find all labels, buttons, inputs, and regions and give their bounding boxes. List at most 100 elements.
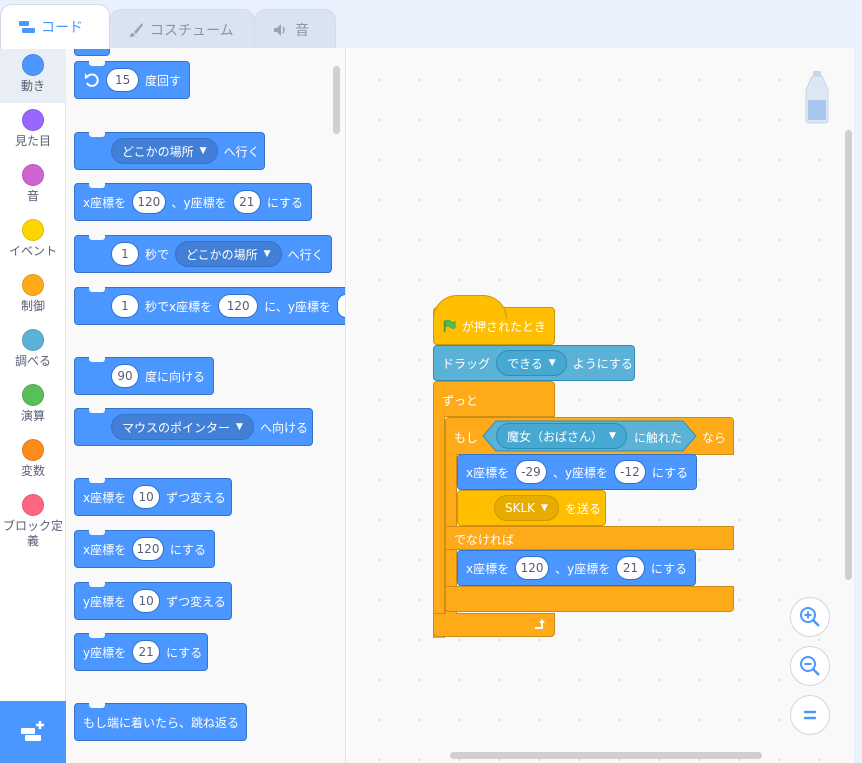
block-goto-xy[interactable]: x座標を 120 、y座標を 21 にする: [74, 183, 312, 221]
category-operators[interactable]: 演算: [0, 378, 66, 433]
broadcast-message-dropdown[interactable]: SKLK▼: [494, 495, 559, 521]
category-control[interactable]: 制御: [0, 268, 66, 323]
tab-costumes[interactable]: コスチューム: [109, 9, 255, 49]
category-events[interactable]: イベント: [0, 213, 66, 268]
block-label: x座標を: [83, 490, 127, 505]
if-else-bottom: [445, 586, 734, 612]
category-my-blocks[interactable]: ブロック定義: [0, 488, 66, 558]
towards-target-dropdown[interactable]: マウスのポインター▼: [111, 414, 254, 440]
block-glide-xy[interactable]: 1 秒でx座標を 120 に、y座標を: [74, 287, 345, 325]
block-set-y[interactable]: y座標を 21 にする: [74, 633, 208, 671]
set-y-input[interactable]: 21: [132, 640, 161, 664]
block-change-x[interactable]: x座標を 10 ずつ変える: [74, 478, 232, 516]
block-label: にする: [650, 561, 687, 576]
block-label: が押されたとき: [461, 319, 546, 334]
workspace-vertical-scrollbar[interactable]: [845, 130, 852, 580]
block-label: にする: [169, 542, 206, 557]
block-label: 度回す: [144, 73, 181, 88]
change-y-input[interactable]: 10: [132, 589, 161, 613]
category-label: ブロック定義: [2, 519, 63, 548]
direction-input[interactable]: 90: [111, 364, 139, 388]
y-input[interactable]: 21: [616, 556, 645, 580]
block-label: 秒でx座標を: [145, 299, 213, 314]
block-partial[interactable]: [74, 48, 110, 56]
touching-condition[interactable]: 魔女（おばさん）▼ に触れた: [482, 420, 697, 452]
x-input[interactable]: -29: [515, 460, 547, 484]
y-input[interactable]: -12: [614, 460, 646, 484]
forever-block[interactable]: ずっと: [433, 381, 555, 417]
category-variables[interactable]: 変数: [0, 433, 66, 488]
block-label: ずっと: [442, 394, 479, 408]
block-change-y[interactable]: y座標を 10 ずつ変える: [74, 582, 232, 620]
editor-tabs: コード コスチューム 音: [0, 0, 862, 49]
block-label: にする: [266, 195, 303, 210]
palette-scrollbar[interactable]: [333, 66, 340, 134]
block-point-towards[interactable]: マウスのポインター▼ へ向ける: [74, 408, 313, 446]
block-bounce[interactable]: もし端に着いたら、跳ね返る: [74, 703, 247, 741]
zoom-out-button[interactable]: [790, 646, 830, 686]
block-label: y座標を: [83, 645, 127, 660]
block-point-direction[interactable]: 90 度に向ける: [74, 357, 214, 395]
set-x-input[interactable]: 120: [132, 537, 164, 561]
category-label: 動き: [20, 79, 45, 93]
glide-target-dropdown[interactable]: どこかの場所▼: [175, 241, 282, 267]
block-glide[interactable]: 1 秒で どこかの場所▼ へ行く: [74, 235, 332, 273]
set-xy-block[interactable]: x座標を 120 、y座標を 21 にする: [457, 550, 696, 586]
y-input[interactable]: 21: [232, 190, 261, 214]
category-dot-icon: [22, 219, 44, 241]
block-set-x[interactable]: x座標を 120 にする: [74, 530, 215, 568]
green-flag-icon: [443, 319, 456, 333]
category-label: 変数: [20, 464, 45, 478]
drag-mode-dropdown[interactable]: できる▼: [496, 350, 567, 376]
category-sound[interactable]: 音: [0, 158, 66, 213]
if-else-block[interactable]: もし 魔女（おばさん）▼ に触れた なら: [445, 417, 734, 455]
category-motion[interactable]: 動き: [0, 48, 66, 103]
secs-input[interactable]: 1: [111, 294, 139, 318]
category-dot-icon: [22, 274, 44, 296]
block-goto[interactable]: どこかの場所▼ へ行く: [74, 132, 265, 170]
x-input[interactable]: 120: [132, 190, 166, 214]
dropdown-caret-icon: ▼: [236, 422, 243, 432]
block-turn-left[interactable]: 15 度回す: [74, 61, 190, 99]
block-label: にする: [651, 465, 688, 480]
zoom-in-button[interactable]: [790, 597, 830, 637]
category-label: イベント: [8, 244, 57, 258]
category-label: 見た目: [14, 134, 51, 148]
category-label: 調べる: [14, 354, 51, 368]
category-looks[interactable]: 見た目: [0, 103, 66, 158]
turn-degrees-input[interactable]: 15: [106, 68, 139, 92]
x-input[interactable]: 120: [218, 294, 259, 318]
category-label: 制御: [20, 299, 45, 313]
category-dot-icon: [22, 384, 44, 406]
category-dot-icon: [22, 54, 44, 76]
dropdown-caret-icon: ▼: [263, 249, 271, 259]
sprite-thumbnail-icon: [805, 71, 829, 124]
category-menu: 動き 見た目 音 イベント 制御 調べる 演算 変数 ブロック定義: [0, 48, 66, 763]
block-label: 度に向ける: [145, 369, 206, 384]
category-label: 音: [26, 189, 39, 203]
set-xy-block[interactable]: x座標を -29 、y座標を -12 にする: [457, 454, 697, 490]
workspace-horizontal-scrollbar[interactable]: [450, 752, 762, 759]
change-x-input[interactable]: 10: [132, 485, 161, 509]
script-workspace[interactable]: が押されたとき ドラッグ できる▼ ようにする ずっと もし 魔女（おばさん）▼…: [347, 48, 854, 763]
touching-target-dropdown[interactable]: 魔女（おばさん）▼: [496, 423, 627, 449]
loop-arrow-icon: [535, 619, 545, 629]
block-label: なら: [702, 431, 727, 445]
block-label: ドラッグ: [442, 356, 491, 371]
block-label: でなければ: [454, 533, 515, 547]
add-extension-button[interactable]: [0, 701, 66, 763]
category-dot-icon: [22, 109, 44, 131]
y-input[interactable]: [337, 294, 345, 318]
set-drag-mode-block[interactable]: ドラッグ できる▼ ようにする: [433, 345, 635, 381]
block-label: に触れた: [634, 431, 683, 445]
secs-input[interactable]: 1: [111, 242, 139, 266]
block-label: ずつ変える: [166, 594, 226, 609]
goto-target-dropdown[interactable]: どこかの場所▼: [111, 138, 218, 164]
tab-sounds[interactable]: 音: [254, 9, 336, 49]
x-input[interactable]: 120: [515, 556, 550, 580]
category-sensing[interactable]: 調べる: [0, 323, 66, 378]
zoom-reset-button[interactable]: [790, 695, 830, 735]
tab-code[interactable]: コード: [0, 4, 110, 49]
dropdown-caret-icon: ▼: [541, 503, 548, 513]
broadcast-block[interactable]: SKLK▼ を送る: [457, 490, 606, 526]
